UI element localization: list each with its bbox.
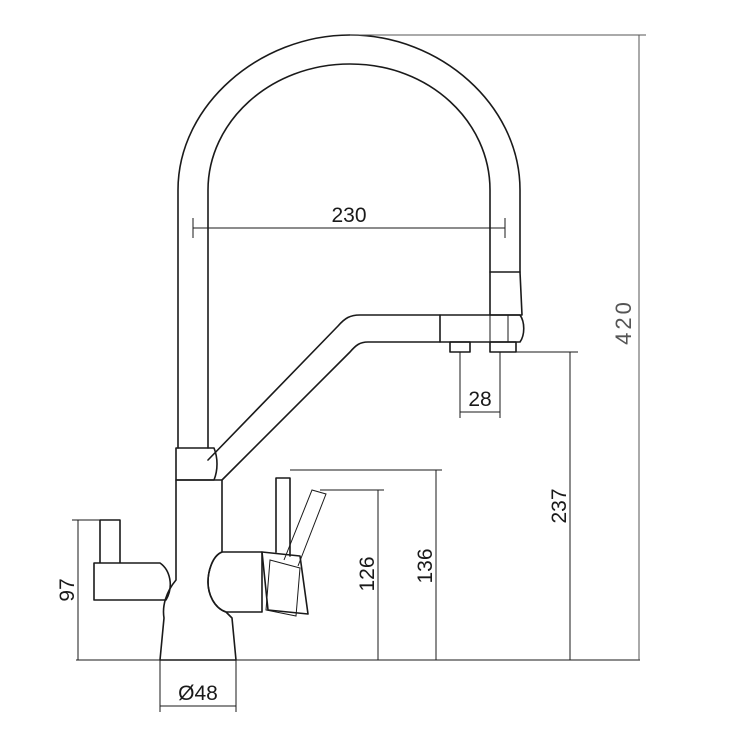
dimension-base-diameter: Ø48 [159, 660, 237, 712]
body-collar [175, 447, 218, 481]
spray-head-lower [439, 314, 525, 343]
dimension-outlet-height: 237 [500, 351, 578, 660]
filter-lever [261, 477, 309, 615]
dimension-spout-reach: 230 [192, 204, 506, 238]
dimension-total-height-label: 420 [611, 299, 636, 345]
dimension-lever-height-high-label: 136 [414, 548, 437, 583]
dimension-base-diameter-label: Ø48 [178, 682, 218, 705]
main-outlet-nozzle [489, 341, 517, 353]
dimension-spout-reach-label: 230 [331, 204, 366, 227]
dimension-lever-height-low: 126 [320, 489, 384, 660]
gooseneck-spout [177, 34, 521, 449]
filter-outlet-nozzle [449, 341, 471, 353]
left-handle [93, 519, 172, 601]
dimension-outlet-spacing-label: 28 [468, 388, 491, 411]
dimension-handle-height: 97 [56, 519, 100, 660]
dimension-outlet-height-label: 237 [548, 488, 571, 523]
filter-lever-rotated [265, 489, 327, 617]
dimension-outlet-spacing: 28 [459, 352, 501, 418]
faucet-body [159, 479, 237, 661]
dimension-lever-height-low-label: 126 [356, 556, 379, 591]
dimension-total-height: 420 [350, 34, 646, 660]
dimension-handle-height-label: 97 [56, 578, 79, 601]
right-cartridge [207, 551, 263, 613]
faucet-outline [76, 34, 640, 661]
filter-water-tube [207, 314, 441, 481]
dimension-lever-height-high: 136 [290, 469, 442, 660]
spray-head [489, 271, 523, 316]
